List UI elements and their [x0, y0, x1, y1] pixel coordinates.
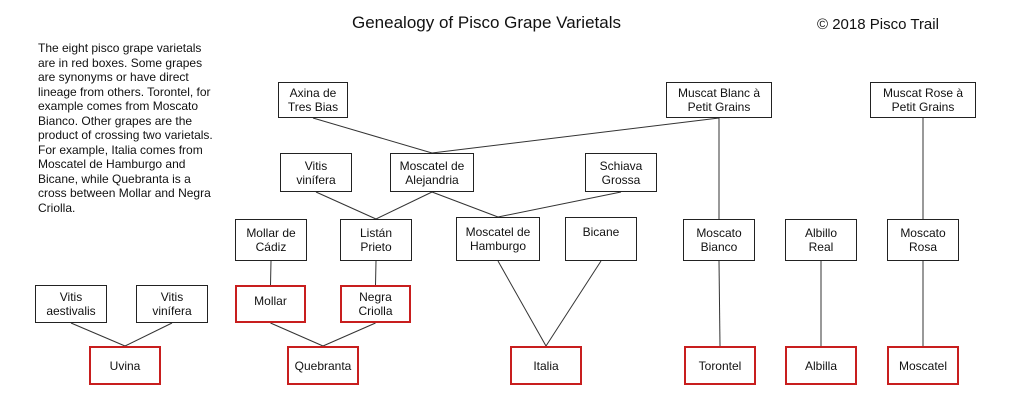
- node-vitis-aestivalis: Vitis aestivalis: [35, 285, 107, 323]
- edge-mollar_cadiz-to-mollar: [270, 260, 272, 286]
- node-negra-criolla: Negra Criolla: [340, 285, 411, 323]
- edge-moscato_bianco-to-torontel: [718, 260, 721, 347]
- edge-vitis_aestivalis-to-uvina: [70, 322, 126, 347]
- edge-schiava-to-moscatel_hamburgo: [497, 191, 622, 218]
- edge-listan-to-negra: [375, 260, 377, 286]
- intro-text: The eight pisco grape varietals are in r…: [38, 41, 213, 215]
- edge-vitis_vinifera_left-to-uvina: [124, 322, 173, 347]
- edge-moscatel_alejandria-to-listan: [375, 191, 433, 220]
- edge-vitis_vinifera_mid-to-listan: [315, 191, 377, 220]
- node-torontel: Torontel: [684, 346, 756, 385]
- edge-bicane-to-italia: [545, 260, 602, 347]
- node-moscatel: Moscatel: [887, 346, 959, 385]
- node-uvina: Uvina: [89, 346, 161, 385]
- edge-moscatel_alejandria-to-moscatel_hamburgo: [431, 191, 499, 218]
- node-moscato-bianco: Moscato Bianco: [683, 219, 755, 261]
- node-moscato-rosa: Moscato Rosa: [887, 219, 959, 261]
- node-italia: Italia: [510, 346, 582, 385]
- node-muscat-rose: Muscat Rose à Petit Grains: [870, 82, 976, 118]
- node-albilla: Albilla: [785, 346, 857, 385]
- node-schiava-grossa: Schiava Grossa: [585, 153, 657, 192]
- node-albillo-real: Albillo Real: [785, 219, 857, 261]
- node-muscat-blanc: Muscat Blanc à Petit Grains: [666, 82, 772, 118]
- node-moscatel-de-hamburgo: Moscatel de Hamburgo: [456, 217, 540, 261]
- edge-mollar-to-quebranta: [270, 322, 324, 347]
- node-moscatel-de-alejandria: Moscatel de Alejandria: [390, 153, 474, 192]
- diagram-title: Genealogy of Pisco Grape Varietals: [352, 13, 621, 32]
- node-mollar-de-cadiz: Mollar de Cádiz: [235, 219, 307, 261]
- node-quebranta: Quebranta: [287, 346, 359, 385]
- node-vitis-vinifera-left: Vitis vinífera: [136, 285, 208, 323]
- edge-axina-to-moscatel_alejandria: [312, 117, 433, 154]
- copyright-notice: © 2018 Pisco Trail: [817, 16, 939, 33]
- edge-negra-to-quebranta: [322, 322, 376, 347]
- node-bicane: Bicane: [565, 217, 637, 261]
- node-mollar: Mollar: [235, 285, 306, 323]
- edge-muscat_blanc-to-moscatel_alejandria: [431, 117, 720, 154]
- node-listan-prieto: Listán Prieto: [340, 219, 412, 261]
- node-vitis-vinifera: Vitis vinífera: [280, 153, 352, 192]
- edge-moscatel_hamburgo-to-italia: [497, 260, 547, 347]
- node-axina-de-tres-bias: Axina de Tres Bias: [278, 82, 348, 118]
